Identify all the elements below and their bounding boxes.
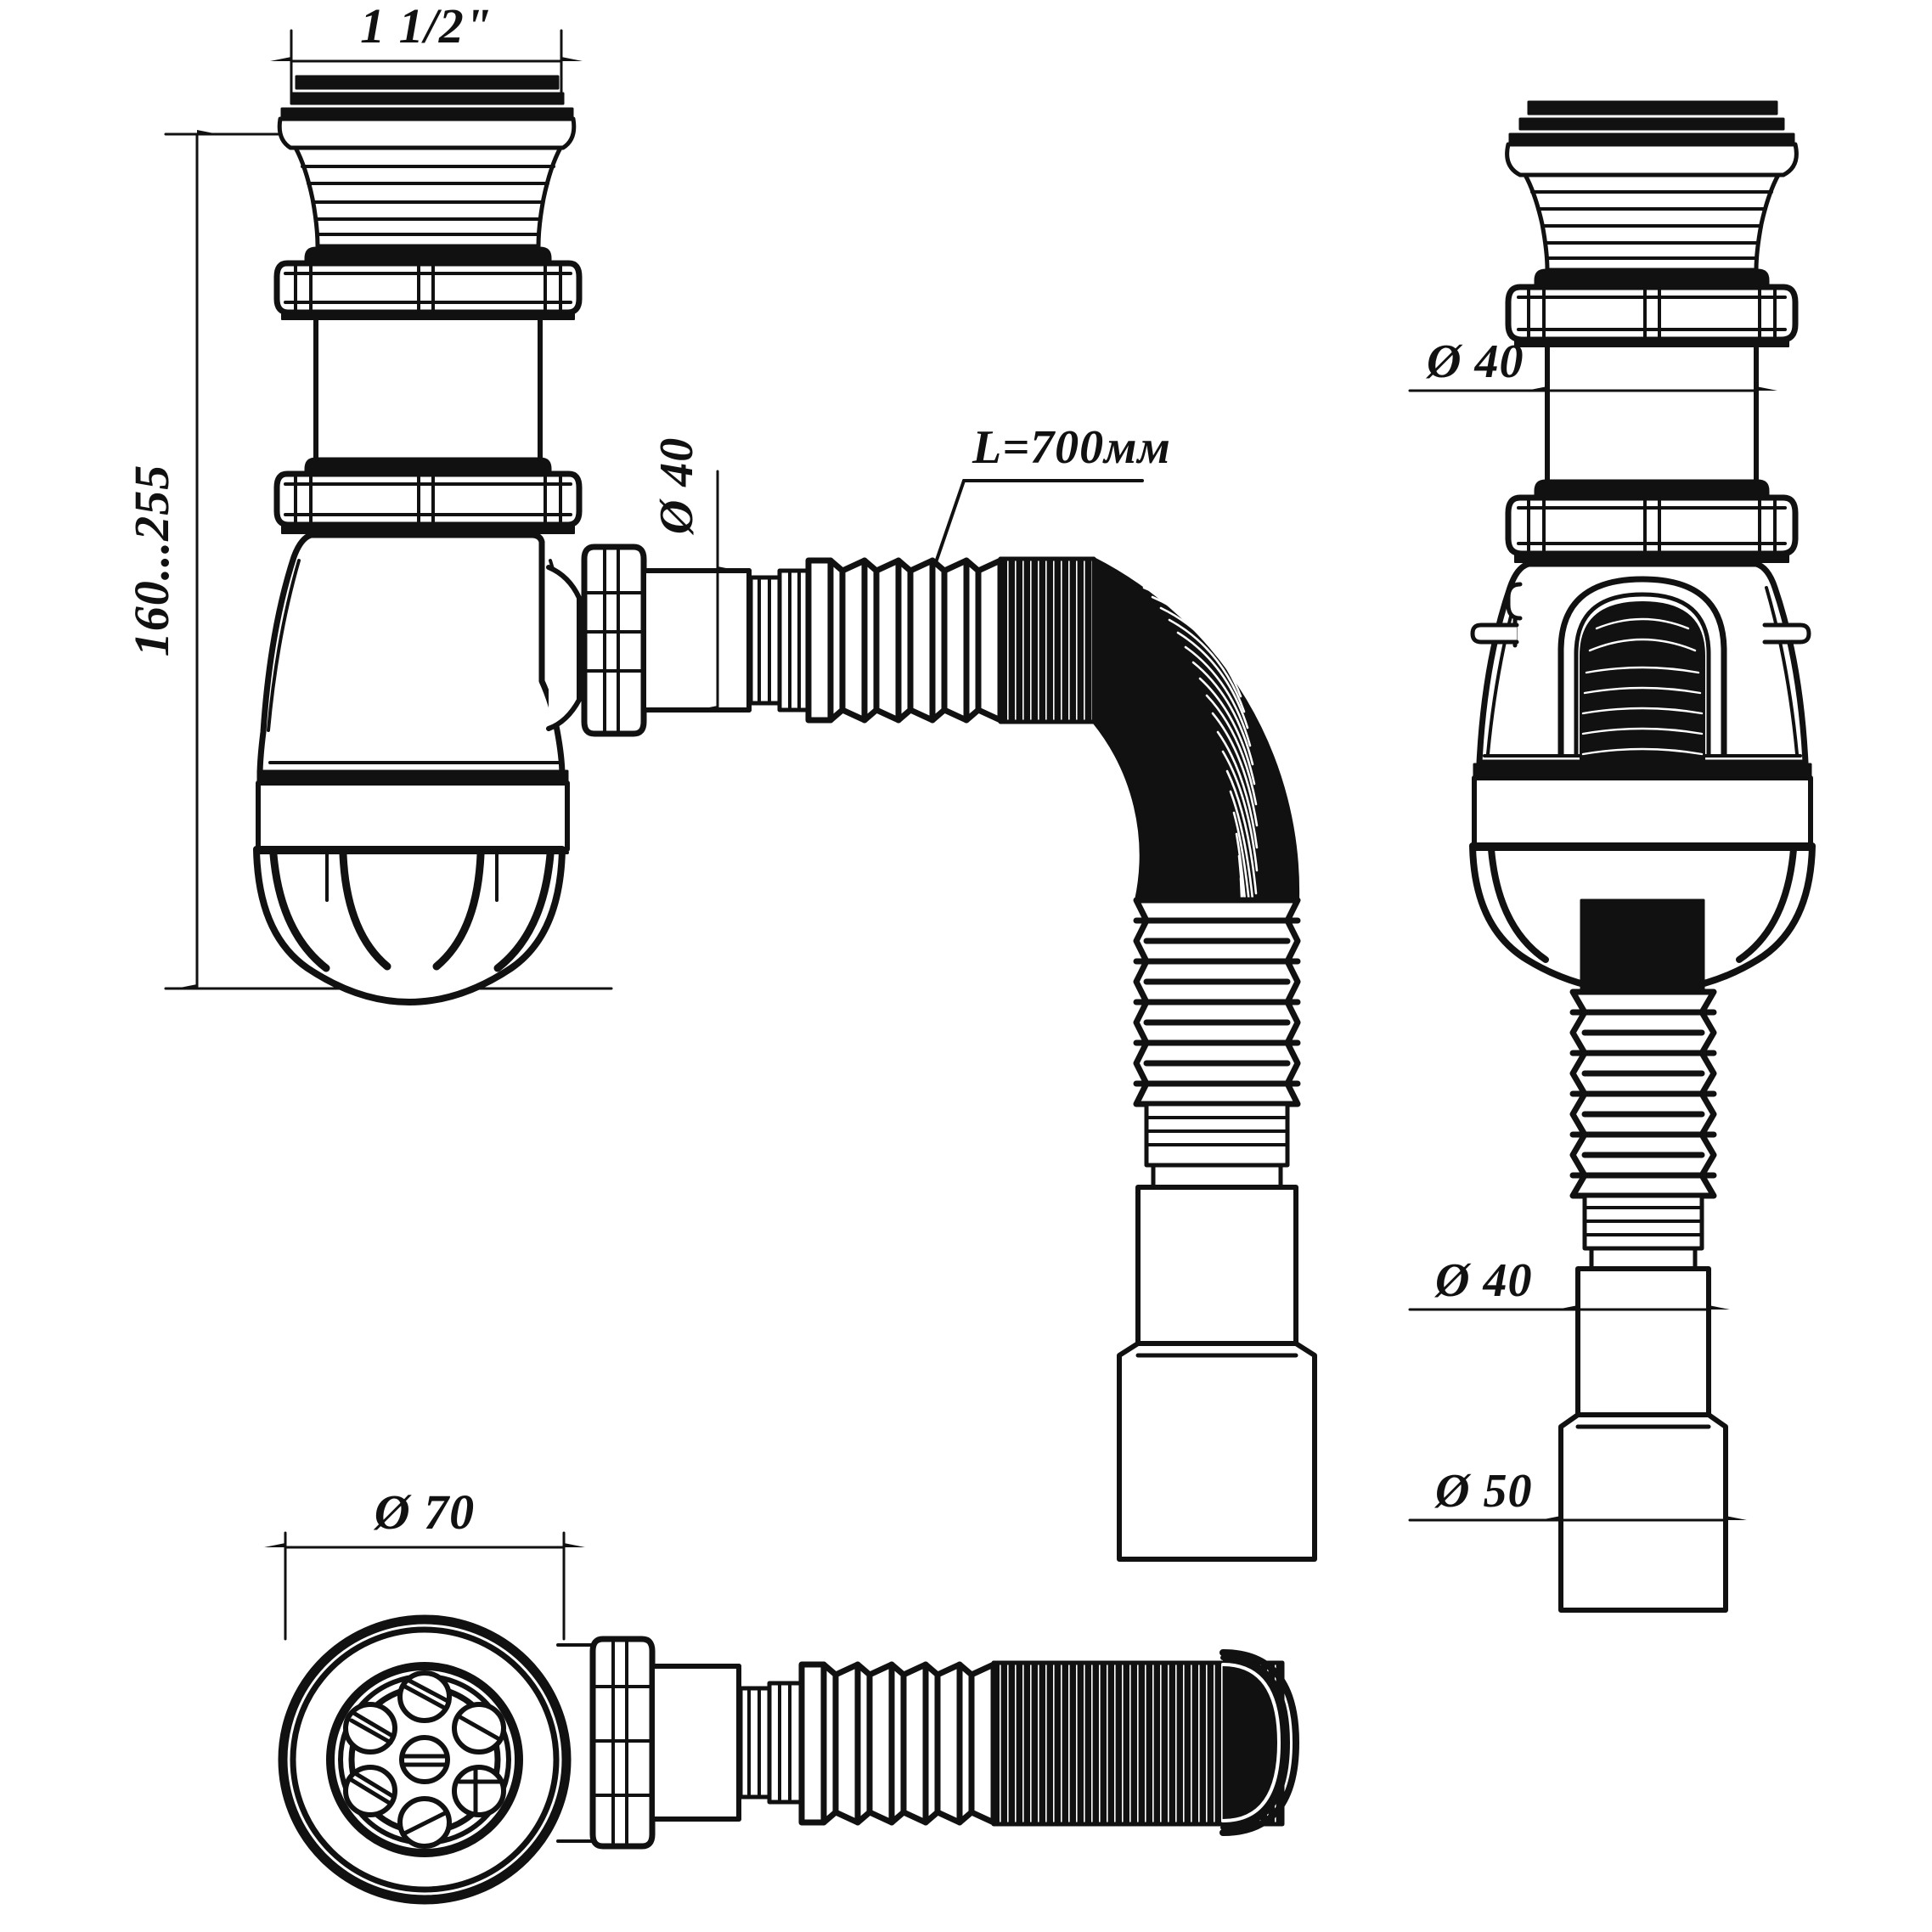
sediment-cup — [253, 769, 570, 1005]
dim-strainer-diameter — [264, 1531, 585, 1641]
outlet-elbow-nut — [581, 544, 752, 737]
dim-label-overall-height: 160...255 — [124, 465, 179, 657]
strainer-hole-ring — [343, 1670, 506, 1849]
sink-flange-front — [277, 75, 577, 249]
dim-inlet-thread — [270, 29, 583, 104]
sediment-cup-side — [1469, 763, 1816, 995]
sink-flange-side — [1505, 100, 1799, 273]
dim-label-inlet-thread: 1 1/2" — [360, 0, 493, 54]
riser-tube — [313, 317, 543, 461]
dim-outlet-socket — [644, 470, 749, 714]
upper-union-nut — [273, 246, 583, 320]
outlet-elbow-nut-plan — [589, 1636, 741, 1850]
dim-label-strainer-diameter: Ø 70 — [373, 1484, 475, 1540]
side-view: Ø 40 — [1408, 100, 1816, 1613]
dim-label-hose-upper-right: Ø 40 — [1434, 1254, 1532, 1307]
dim-label-outlet-socket: Ø 40 — [651, 437, 703, 536]
descending-hose-side — [1558, 989, 1728, 1613]
dim-label-hose-end-right: Ø 50 — [1434, 1465, 1532, 1518]
leader-hose-length — [932, 479, 1144, 569]
strainer-hole-center — [399, 1735, 450, 1784]
dim-label-inlet-pipe-right: Ø 40 — [1425, 335, 1524, 388]
lower-union-nut-side — [1505, 479, 1799, 563]
upper-union-nut-side — [1505, 268, 1799, 347]
front-view: 1 1/2" 160...255 — [124, 0, 1317, 1562]
dim-hose-upper-right — [1408, 1267, 1730, 1326]
drain-strainer-grate — [278, 1614, 572, 1905]
flexible-corrugated-hose-front — [748, 555, 1317, 1562]
lower-union-nut — [273, 457, 583, 534]
plan-view: Ø 70 — [264, 1484, 1299, 1905]
bottle-trap-body — [256, 532, 582, 780]
flexible-corrugated-hose-plan — [738, 1649, 1299, 1836]
dim-label-hose-length: L=700мм — [972, 421, 1171, 474]
